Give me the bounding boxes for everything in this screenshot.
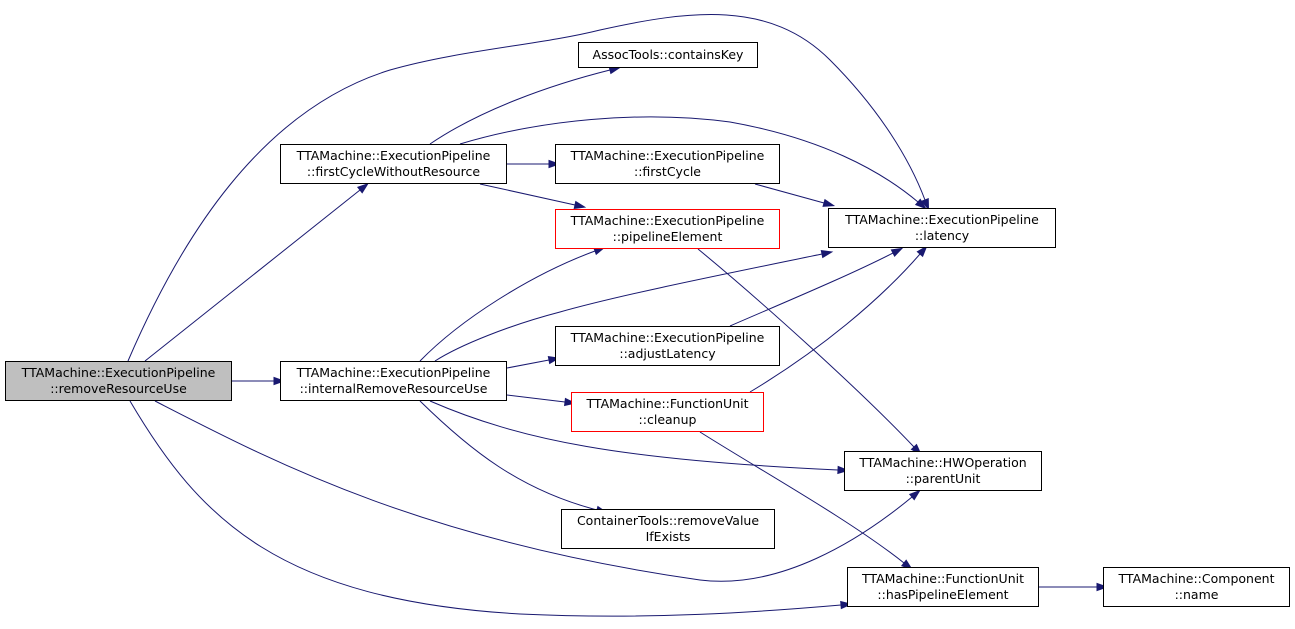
node-remove-value-if-exists-line1: ContainerTools::removeValue — [576, 513, 760, 528]
node-cleanup-line2: ::cleanup — [638, 412, 697, 427]
node-has-pipeline-element-line2: ::hasPipelineElement — [877, 587, 1009, 602]
node-contains-key[interactable]: AssocTools::containsKey — [578, 42, 758, 68]
edge-pipelineElement-to-parentUnit — [697, 248, 915, 448]
arrowhead-adjustLatency-to-latency — [890, 247, 904, 257]
edge-removeResourceUse-to-latency — [127, 14, 926, 362]
arrowhead-removeResourceUse-to-internalRemoveResourceUse — [273, 376, 286, 386]
node-component-name[interactable]: TTAMachine::Component ::name — [1103, 567, 1290, 607]
edge-cleanup-to-latency — [749, 253, 921, 393]
arrowhead-firstCycle-to-latency — [822, 198, 836, 207]
arrowhead-removeResourceUse-to-parentUnit — [908, 489, 921, 501]
node-latency-line1: TTAMachine::ExecutionPipeline — [845, 212, 1039, 227]
node-component-name-line1: TTAMachine::Component — [1118, 571, 1275, 586]
node-remove-resource-use: TTAMachine::ExecutionPipeline ::removeRe… — [5, 361, 232, 401]
node-adjust-latency-line1: TTAMachine::ExecutionPipeline — [570, 330, 765, 345]
edge-internalRemoveResourceUse-to-removeValueIfExists — [419, 400, 598, 511]
edge-adjustLatency-to-latency — [729, 252, 894, 327]
node-latency[interactable]: TTAMachine::ExecutionPipeline ::latency — [828, 208, 1056, 248]
arrowhead-firstCycleWithoutResource-to-firstCycle — [548, 159, 561, 169]
node-cleanup[interactable]: TTAMachine::FunctionUnit ::cleanup — [571, 392, 764, 432]
arrowhead-removeResourceUse-to-firstCycleWithoutResource — [356, 182, 370, 194]
node-remove-value-if-exists-line2: IfExists — [645, 529, 691, 544]
arrowhead-internalRemoveResourceUse-to-parentUnit — [837, 465, 850, 475]
edge-cleanup-to-hasPipelineElement — [699, 431, 905, 564]
edge-internalRemoveResourceUse-to-latency — [434, 253, 823, 362]
node-cleanup-line1: TTAMachine::FunctionUnit — [586, 396, 749, 411]
node-parent-unit[interactable]: TTAMachine::HWOperation ::parentUnit — [844, 451, 1042, 491]
edge-firstCycleWithoutResource-to-latency — [459, 116, 919, 203]
edge-firstCycleWithoutResource-to-pipelineElement — [479, 183, 576, 206]
arrowhead-cleanup-to-latency — [916, 245, 928, 258]
node-latency-line2: ::latency — [914, 228, 970, 243]
node-has-pipeline-element[interactable]: TTAMachine::FunctionUnit ::hasPipelineEl… — [847, 567, 1039, 607]
node-internal-remove-resource-use[interactable]: TTAMachine::ExecutionPipeline ::internal… — [280, 361, 507, 401]
arrowhead-firstCycleWithoutResource-to-latency — [914, 198, 927, 210]
node-adjust-latency[interactable]: TTAMachine::ExecutionPipeline ::adjustLa… — [555, 326, 780, 366]
node-remove-value-if-exists[interactable]: ContainerTools::removeValue IfExists — [561, 509, 775, 549]
node-first-cycle-without-resource-line1: TTAMachine::ExecutionPipeline — [296, 148, 491, 163]
node-first-cycle-line1: TTAMachine::ExecutionPipeline — [570, 148, 765, 163]
edge-internalRemoveResourceUse-to-pipelineElement — [419, 250, 596, 362]
node-parent-unit-line2: ::parentUnit — [905, 471, 981, 486]
node-internal-remove-resource-use-line2: ::internalRemoveResourceUse — [299, 381, 488, 396]
edge-firstCycleWithoutResource-to-containsKey — [429, 69, 611, 145]
arrowhead-removeResourceUse-to-hasPipelineElement — [840, 600, 853, 610]
node-first-cycle-line2: ::firstCycle — [633, 164, 701, 179]
node-component-name-line2: ::name — [1174, 587, 1219, 602]
edge-removeResourceUse-to-hasPipelineElement — [129, 400, 842, 617]
node-pipeline-element-line2: ::pipelineElement — [612, 229, 723, 244]
node-pipeline-element-line1: TTAMachine::ExecutionPipeline — [570, 213, 765, 228]
node-adjust-latency-line2: ::adjustLatency — [619, 346, 716, 361]
edge-firstCycle-to-latency — [754, 183, 825, 204]
node-has-pipeline-element-line1: TTAMachine::FunctionUnit — [862, 571, 1024, 586]
arrowhead-internalRemoveResourceUse-to-latency — [820, 249, 834, 259]
edge-removeResourceUse-to-parentUnit — [154, 400, 913, 582]
node-first-cycle-without-resource[interactable]: TTAMachine::ExecutionPipeline ::firstCyc… — [280, 144, 507, 184]
node-internal-remove-resource-use-line1: TTAMachine::ExecutionPipeline — [296, 365, 491, 380]
edge-removeResourceUse-to-firstCycleWithoutResource — [144, 189, 361, 362]
arrowhead-removeResourceUse-to-latency — [920, 198, 930, 211]
node-pipeline-element[interactable]: TTAMachine::ExecutionPipeline ::pipeline… — [555, 209, 780, 249]
node-contains-key-line1: AssocTools::containsKey — [592, 47, 744, 62]
edge-internalRemoveResourceUse-to-cleanup — [506, 394, 566, 403]
arrowhead-hasPipelineElement-to-name — [1096, 582, 1109, 592]
arrowhead-firstCycleWithoutResource-to-pipelineElement — [573, 200, 587, 209]
node-remove-resource-use-line2: ::removeResourceUse — [50, 381, 187, 396]
node-remove-resource-use-line1: TTAMachine::ExecutionPipeline — [21, 365, 216, 380]
node-parent-unit-line1: TTAMachine::HWOperation — [859, 455, 1027, 470]
node-first-cycle-without-resource-line2: ::firstCycleWithoutResource — [306, 164, 481, 179]
node-first-cycle[interactable]: TTAMachine::ExecutionPipeline ::firstCyc… — [555, 144, 780, 184]
edge-internalRemoveResourceUse-to-parentUnit — [429, 400, 839, 471]
edge-internalRemoveResourceUse-to-adjustLatency — [506, 359, 550, 369]
